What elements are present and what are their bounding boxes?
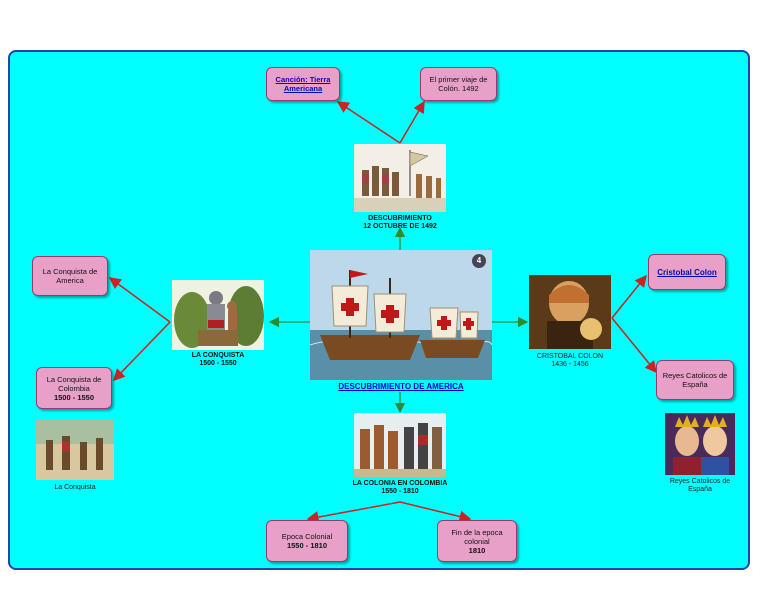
link-top-song bbox=[336, 101, 401, 144]
colon-node[interactable]: Cristobal Colon bbox=[648, 254, 726, 290]
epoca-colonial-node[interactable]: Epoca Colonial 1550 - 1810 bbox=[266, 520, 348, 562]
colon-caption-years: 1436 - 1456 bbox=[551, 361, 589, 368]
discovery-image bbox=[354, 144, 446, 212]
conquest-caption-title: LA CONQUISTA bbox=[191, 352, 245, 359]
conquest-small-caption: La Conquista bbox=[54, 484, 96, 491]
conquista-colombia-node[interactable]: La Conquista de Colombia 1500 - 1550 bbox=[36, 367, 112, 409]
reyes-node[interactable]: Reyes Catolicos de España bbox=[656, 360, 734, 400]
conquista-america-label: La Conquista de America bbox=[42, 267, 98, 285]
main-title[interactable]: DESCUBRIMIENTO DE AMERICA bbox=[338, 382, 464, 391]
link-right-reyes bbox=[611, 317, 657, 374]
link-top-trip bbox=[399, 100, 425, 144]
conquest-caption: LA CONQUISTA 1500 - 1550 bbox=[168, 352, 268, 368]
conquista-colombia-years: 1500 - 1550 bbox=[53, 392, 95, 402]
epoca-colonial-years: 1550 - 1810 bbox=[286, 541, 328, 550]
colon-image bbox=[529, 275, 611, 349]
link-left-america bbox=[108, 277, 171, 323]
colony-caption-title: LA COLONIA EN COLOMBIA bbox=[352, 480, 448, 487]
conquest-image bbox=[172, 280, 264, 350]
discovery-caption: DESCUBRIMIENTO 12 OCTUBRE DE 1492 bbox=[340, 215, 460, 231]
link-bottom-fin bbox=[399, 501, 472, 523]
fin-epoca-label: Fin de la epoca colonial bbox=[451, 527, 503, 546]
step-badge: 4 bbox=[472, 254, 486, 268]
colon-node-label[interactable]: Cristobal Colon bbox=[657, 267, 717, 277]
first-trip-node-label: El primer viaje de Colón. 1492 bbox=[429, 75, 488, 93]
reyes-image bbox=[665, 413, 735, 475]
conquest-small-image bbox=[36, 420, 114, 480]
colon-caption-name: CRISTOBAL COLON bbox=[536, 353, 604, 360]
colony-caption: LA COLONIA EN COLOMBIA 1550 - 1810 bbox=[330, 480, 470, 496]
conquest-caption-years: 1500 - 1550 bbox=[199, 360, 237, 367]
colony-caption-years: 1550 - 1810 bbox=[381, 488, 419, 495]
link-left-colombia bbox=[112, 321, 171, 382]
first-trip-node[interactable]: El primer viaje de Colón. 1492 bbox=[420, 67, 497, 101]
ships-image bbox=[310, 250, 492, 380]
conquista-america-node[interactable]: La Conquista de America bbox=[32, 256, 108, 296]
colon-caption: CRISTOBAL COLON 1436 - 1456 bbox=[520, 353, 620, 369]
epoca-colonial-label: Epoca Colonial bbox=[281, 532, 333, 541]
reyes-caption: Reyes Catolicos de España bbox=[669, 478, 731, 493]
song-node[interactable]: Canción: Tierra Americana bbox=[266, 67, 340, 101]
discovery-caption-title: DESCUBRIMIENTO bbox=[368, 215, 432, 222]
fin-epoca-year: 1810 bbox=[468, 545, 486, 555]
link-right-colon bbox=[611, 274, 647, 319]
fin-epoca-node[interactable]: Fin de la epoca colonial 1810 bbox=[437, 520, 517, 562]
conquista-colombia-label: La Conquista de Colombia bbox=[46, 374, 102, 393]
link-bottom-epoca bbox=[306, 501, 401, 523]
discovery-caption-date: 12 OCTUBRE DE 1492 bbox=[363, 223, 437, 230]
reyes-node-label: Reyes Catolicos de España bbox=[662, 371, 728, 389]
colony-image bbox=[354, 413, 446, 477]
song-node-label[interactable]: Canción: Tierra Americana bbox=[275, 75, 331, 93]
